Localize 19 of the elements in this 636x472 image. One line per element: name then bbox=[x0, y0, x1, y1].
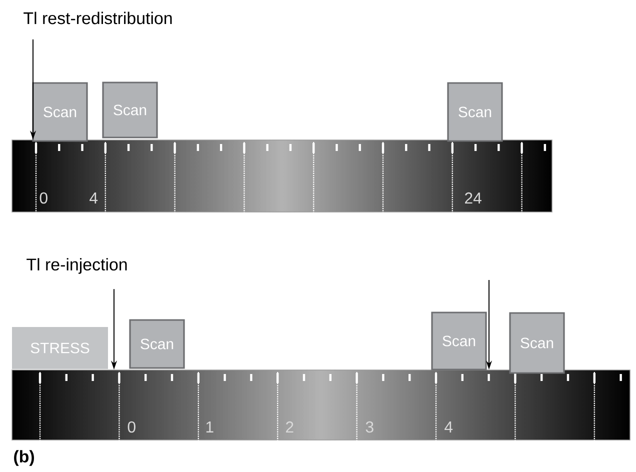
label-text: Tl re-injection bbox=[26, 258, 127, 274]
scan-box: Scan bbox=[509, 312, 565, 374]
number-label: 2 bbox=[286, 421, 294, 433]
number-label: 24 bbox=[465, 192, 482, 204]
scan-box: Scan bbox=[447, 82, 503, 142]
scan-box: Scan bbox=[102, 82, 158, 138]
number-label: 1 bbox=[206, 422, 214, 432]
scan-box: Scan bbox=[129, 319, 185, 369]
number-label: 0 bbox=[40, 192, 48, 204]
number-label: 3 bbox=[366, 421, 374, 433]
number-label: 4 bbox=[90, 192, 98, 204]
number-label: 0 bbox=[128, 421, 136, 433]
stress-box: STRESS bbox=[12, 327, 108, 369]
scan-box: Scan bbox=[32, 82, 88, 142]
number-label: 4 bbox=[444, 422, 453, 432]
timeline-bar bbox=[12, 370, 630, 443]
timeline-bar bbox=[12, 140, 552, 215]
scan-box: Scan bbox=[431, 312, 487, 370]
label-text: Tl rest-redistribution bbox=[24, 12, 172, 24]
